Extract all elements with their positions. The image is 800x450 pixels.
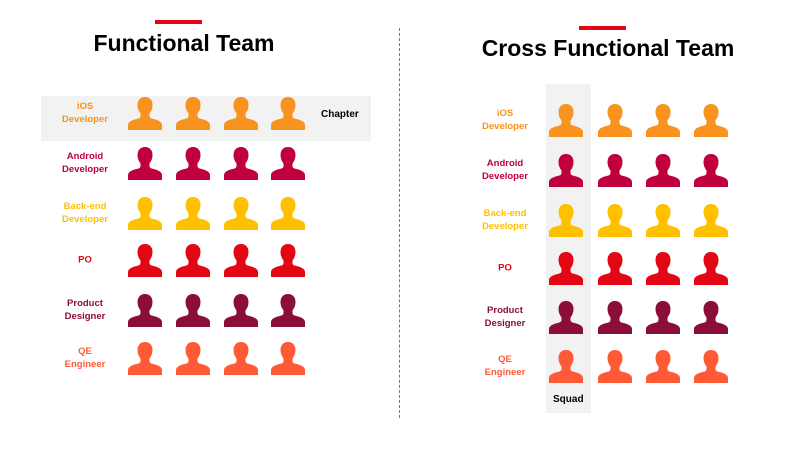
person-icon [645, 300, 681, 334]
person-icon [127, 96, 163, 130]
person-icon [597, 349, 633, 383]
functional-role-label: Product Designer [64, 298, 106, 322]
person-icon [270, 146, 306, 180]
person-icon [127, 293, 163, 327]
cross-role-label: Android Developer [482, 158, 528, 182]
person-icon [270, 196, 306, 230]
person-icon [223, 96, 259, 130]
person-icon [645, 251, 681, 285]
person-icon [645, 203, 681, 237]
person-icon [223, 293, 259, 327]
person-icon [175, 341, 211, 375]
person-icon [270, 341, 306, 375]
person-icon [548, 251, 584, 285]
person-icon [270, 243, 306, 277]
cross-role-label: PO [498, 262, 512, 274]
person-icon [645, 153, 681, 187]
person-icon [175, 96, 211, 130]
person-icon [597, 103, 633, 137]
cross-role-label: QE Engineer [484, 354, 526, 378]
title-accent-bar [155, 20, 202, 24]
person-icon [175, 243, 211, 277]
person-icon [127, 196, 163, 230]
person-icon [223, 146, 259, 180]
person-icon [645, 103, 681, 137]
squad-label: Squad [553, 394, 584, 405]
person-icon [548, 349, 584, 383]
cross-role-label: Back-end Developer [482, 208, 528, 232]
person-icon [693, 153, 729, 187]
person-icon [175, 196, 211, 230]
person-icon [223, 243, 259, 277]
functional-role-label: iOS Developer [62, 101, 108, 125]
person-icon [693, 300, 729, 334]
functional-role-label: Android Developer [62, 151, 108, 175]
person-icon [175, 293, 211, 327]
person-icon [175, 146, 211, 180]
person-icon [548, 300, 584, 334]
cross-role-label: Product Designer [484, 305, 526, 329]
person-icon [270, 293, 306, 327]
cross-functional-team-title: Cross Functional Team [481, 35, 735, 61]
chapter-label: Chapter [321, 109, 359, 120]
functional-team-title: Functional Team [93, 30, 275, 56]
person-icon [127, 341, 163, 375]
person-icon [270, 96, 306, 130]
person-icon [597, 300, 633, 334]
title-accent-bar [579, 26, 626, 30]
functional-role-label: PO [78, 254, 92, 266]
functional-role-label: QE Engineer [64, 346, 106, 370]
person-icon [693, 349, 729, 383]
dashed-divider [399, 28, 400, 418]
person-icon [127, 146, 163, 180]
person-icon [223, 196, 259, 230]
person-icon [693, 203, 729, 237]
person-icon [693, 251, 729, 285]
functional-role-label: Back-end Developer [62, 201, 108, 225]
person-icon [597, 203, 633, 237]
person-icon [548, 203, 584, 237]
person-icon [548, 103, 584, 137]
chapter-highlight [41, 96, 371, 141]
person-icon [645, 349, 681, 383]
cross-role-label: iOS Developer [482, 108, 528, 132]
person-icon [597, 153, 633, 187]
person-icon [548, 153, 584, 187]
person-icon [127, 243, 163, 277]
person-icon [223, 341, 259, 375]
person-icon [597, 251, 633, 285]
person-icon [693, 103, 729, 137]
